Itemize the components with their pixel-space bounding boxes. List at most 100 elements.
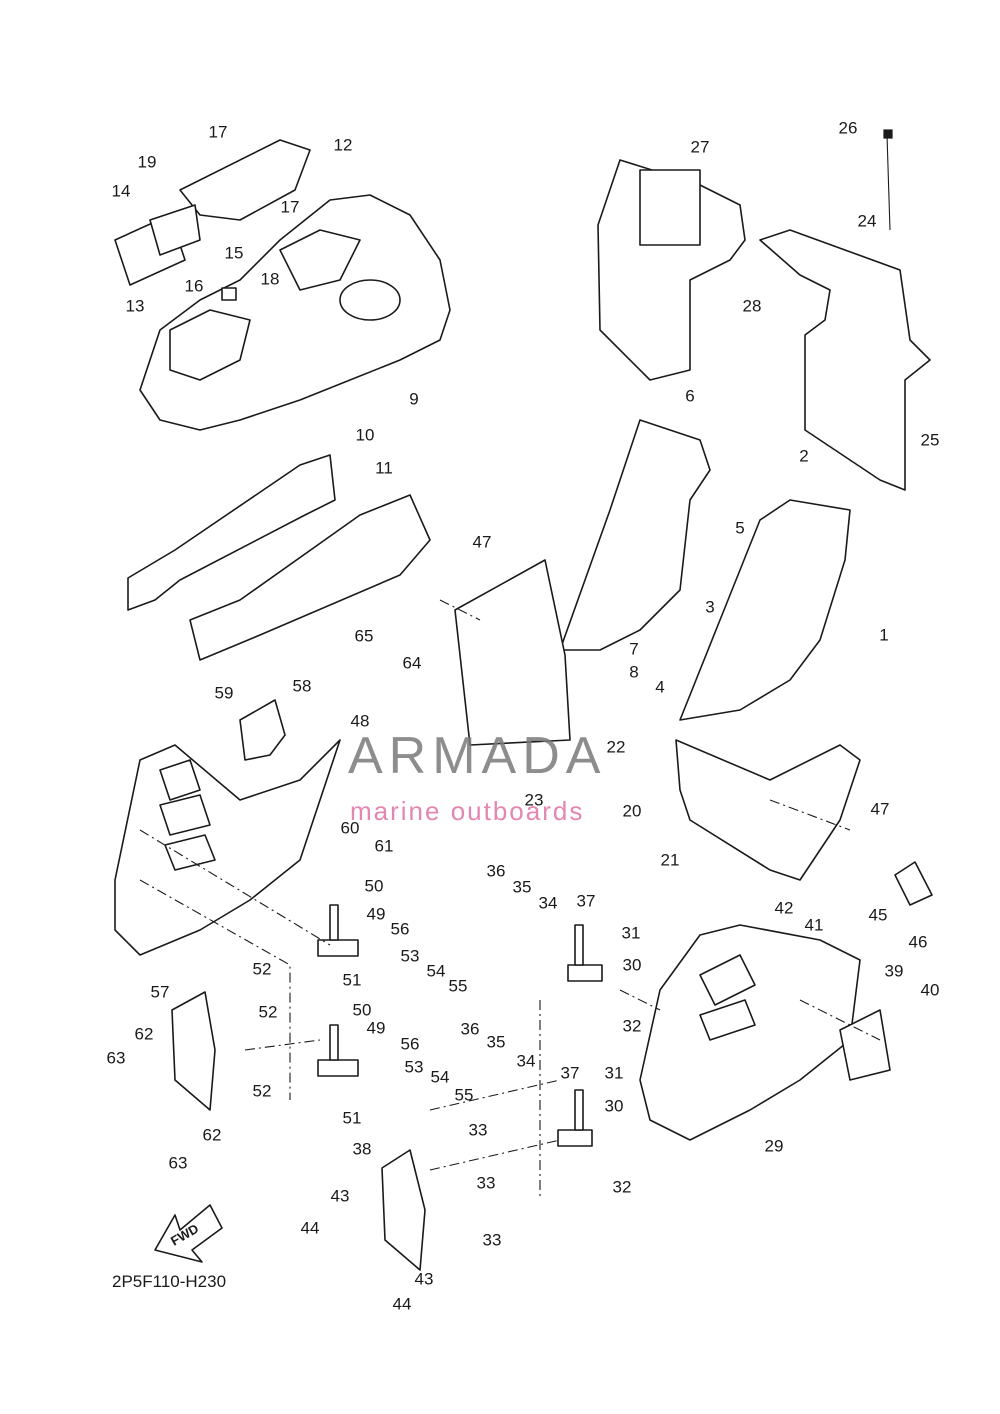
callout-36a: 36 (487, 861, 506, 880)
callout-61: 61 (375, 836, 394, 855)
bracket-45 (894, 861, 933, 906)
callout-13: 13 (126, 296, 145, 315)
callout-34b: 34 (517, 1051, 536, 1070)
callout-37a: 37 (577, 891, 596, 910)
side-panel-5 (559, 419, 711, 651)
callout-60: 60 (341, 818, 360, 837)
alignment-lines (139, 599, 881, 1200)
callout-17b: 17 (281, 197, 300, 216)
callout-30b: 30 (605, 1096, 624, 1115)
diagram-code: 2P5F110-H230 (112, 1272, 227, 1291)
hinge-assembly-right-upper (567, 924, 603, 982)
callout-63a: 63 (107, 1048, 126, 1067)
callout-32a: 32 (623, 1016, 642, 1035)
callout-48: 48 (351, 711, 370, 730)
callout-6: 6 (685, 386, 694, 405)
bracket-27 (597, 159, 746, 381)
callout-46: 46 (909, 932, 928, 951)
watermark-tagline: marine outboards (350, 796, 585, 826)
forward-arrow-icon: FWD (154, 1204, 223, 1263)
side-panel-48 (114, 739, 341, 956)
panel-24 (759, 229, 931, 491)
callout-52a: 52 (253, 959, 272, 978)
side-panel-1 (679, 499, 851, 721)
callout-42: 42 (775, 898, 794, 917)
callout-33b: 33 (477, 1173, 496, 1192)
callout-58: 58 (293, 676, 312, 695)
callout-63b: 63 (169, 1153, 188, 1172)
callout-51a: 51 (343, 970, 362, 989)
callout-28: 28 (743, 296, 762, 315)
hinge-assembly-upper (317, 904, 359, 957)
callout-5: 5 (735, 518, 744, 537)
callout-52c: 52 (253, 1081, 272, 1100)
callout-53b: 53 (405, 1057, 424, 1076)
callout-16: 16 (185, 276, 204, 295)
side-panel-11 (189, 494, 431, 661)
callout-27: 27 (691, 137, 710, 156)
callout-55b: 55 (455, 1085, 474, 1104)
callout-33a: 33 (469, 1120, 488, 1139)
top-cowling (114, 139, 451, 431)
callout-44a: 44 (301, 1218, 320, 1237)
callout-29: 29 (765, 1136, 784, 1155)
callout-49a: 49 (367, 904, 386, 923)
callout-56b: 56 (401, 1034, 420, 1053)
callout-57: 57 (151, 982, 170, 1001)
callout-59: 59 (215, 683, 234, 702)
bracket-38 (381, 1149, 426, 1271)
callout-3: 3 (705, 597, 714, 616)
callout-51b: 51 (343, 1108, 362, 1127)
callout-35b: 35 (487, 1032, 506, 1051)
callout-15: 15 (225, 243, 244, 262)
side-panel-29 (639, 924, 861, 1141)
callout-55a: 55 (449, 976, 468, 995)
callout-8: 8 (629, 662, 638, 681)
callout-14: 14 (112, 181, 131, 200)
callout-35a: 35 (513, 877, 532, 896)
callout-12: 12 (334, 135, 353, 154)
callout-41: 41 (805, 915, 824, 934)
callout-50a: 50 (365, 876, 384, 895)
callout-32b: 32 (613, 1177, 632, 1196)
callout-11: 11 (375, 458, 393, 477)
callout-21: 21 (661, 850, 680, 869)
callout-47b: 47 (871, 799, 890, 818)
callout-64: 64 (403, 653, 422, 672)
callout-56a: 56 (391, 919, 410, 938)
callout-31a: 31 (622, 923, 641, 942)
callout-62b: 62 (203, 1125, 222, 1144)
watermark-brand-name: ARMADA (348, 727, 607, 785)
callout-1: 1 (879, 625, 888, 644)
callout-30a: 30 (623, 955, 642, 974)
callout-40: 40 (921, 980, 940, 999)
plate-39 (839, 1009, 891, 1081)
callout-39: 39 (885, 961, 904, 980)
panel-20 (675, 739, 861, 881)
callout-labels: 1234567891011121314151617171819202122232… (107, 118, 940, 1313)
callout-65: 65 (355, 626, 374, 645)
callout-26: 26 (839, 118, 858, 137)
callout-36b: 36 (461, 1019, 480, 1038)
callout-49b: 49 (367, 1018, 386, 1037)
callout-31b: 31 (605, 1063, 624, 1082)
callout-50b: 50 (353, 1000, 372, 1019)
hinge-assembly-right-lower (557, 1089, 593, 1147)
callout-54b: 54 (431, 1067, 450, 1086)
callout-10: 10 (356, 425, 375, 444)
callout-19: 19 (138, 152, 157, 171)
callout-24: 24 (858, 211, 877, 230)
callout-52b: 52 (259, 1002, 278, 1021)
callout-38: 38 (353, 1139, 372, 1158)
callout-18: 18 (261, 269, 280, 288)
callout-54a: 54 (427, 961, 446, 980)
side-panel-10 (127, 454, 336, 611)
callout-25: 25 (921, 430, 940, 449)
callout-37b: 37 (561, 1063, 580, 1082)
callout-33c: 33 (483, 1230, 502, 1249)
plate-22 (454, 559, 571, 746)
bracket-58 (239, 699, 286, 761)
callout-4: 4 (655, 677, 664, 696)
hinge-assembly-lower (317, 1024, 359, 1077)
